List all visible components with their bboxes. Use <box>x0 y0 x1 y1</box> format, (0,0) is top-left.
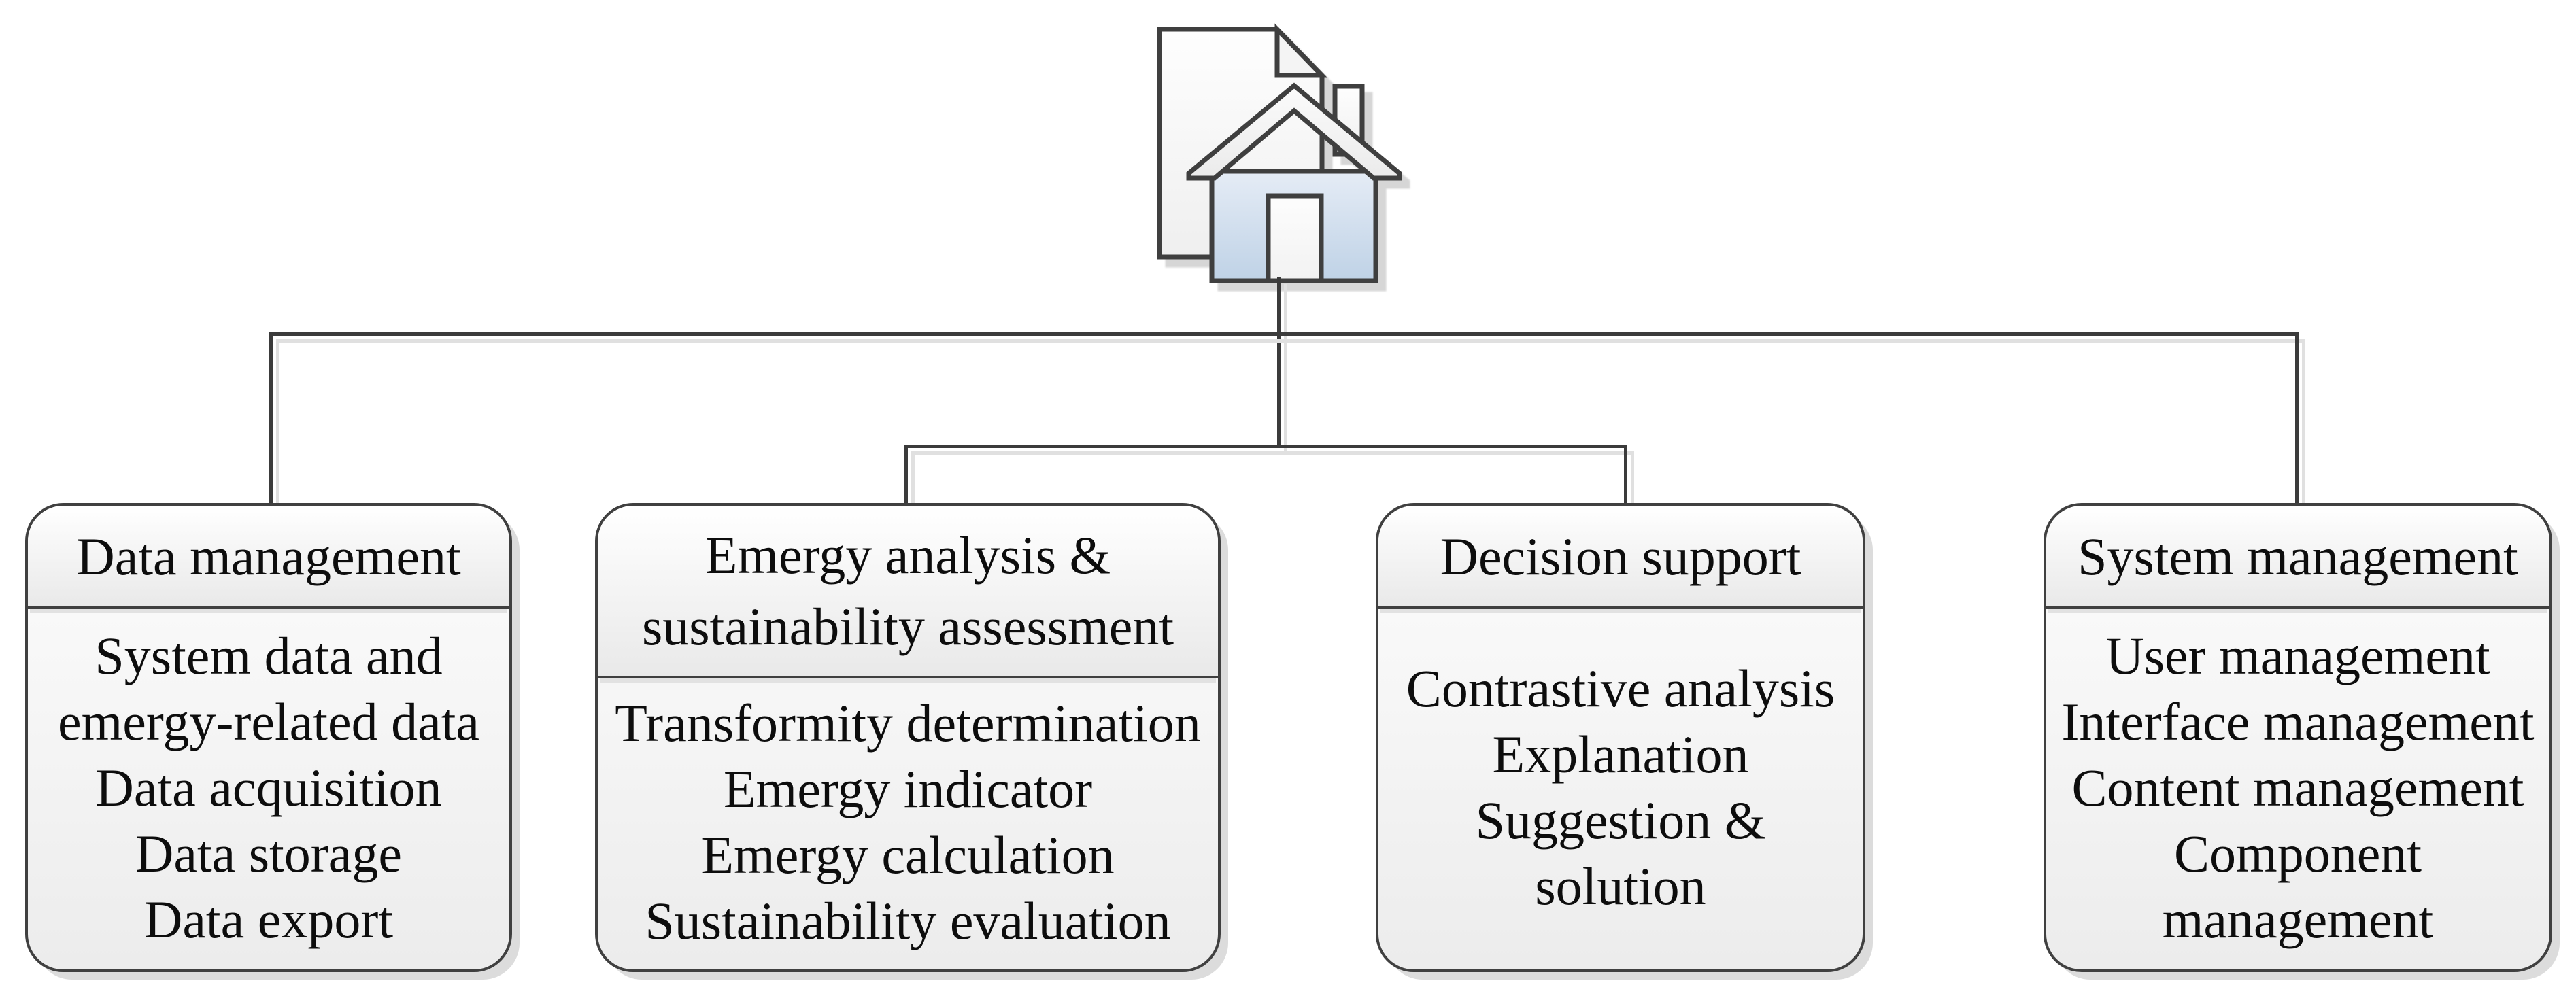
node-title: Data management <box>28 506 509 609</box>
connector-drop-box4 <box>2295 332 2299 506</box>
node-system-management: System management User management Interf… <box>2044 503 2552 972</box>
node-emergy-analysis: Emergy analysis & sustainability assessm… <box>595 503 1221 972</box>
node-title: Decision support <box>1378 506 1863 609</box>
node-title: Emergy analysis & sustainability assessm… <box>598 506 1218 678</box>
node-body: System data and emergy-related data Data… <box>28 609 509 969</box>
node-body-line: User management <box>2105 625 2490 685</box>
house-door <box>1266 193 1324 283</box>
connector-drop-box2 <box>904 445 908 506</box>
node-body-line: Sustainability evaluation <box>645 891 1171 950</box>
node-body-line: management <box>2162 889 2434 949</box>
node-body-line: Transformity determination <box>615 693 1201 753</box>
node-body-line: Explanation <box>1492 725 1749 784</box>
node-body: User management Interface management Con… <box>2046 609 2549 969</box>
node-body-line: emergy-related data <box>57 691 480 751</box>
node-body-line: Content management <box>2071 757 2524 817</box>
node-body-line: Contrastive analysis <box>1406 659 1835 718</box>
connector-drop-box1 <box>269 332 273 506</box>
node-body: Contrastive analysis Explanation Suggest… <box>1378 609 1863 969</box>
node-body-line: Data storage <box>135 823 402 883</box>
node-body-line: Data acquisition <box>95 757 442 817</box>
node-body: Transformity determination Emergy indica… <box>598 678 1218 969</box>
house-roof <box>1186 82 1402 181</box>
connector-horizontal-inner <box>904 445 1627 448</box>
node-body-line: Interface management <box>2061 691 2535 751</box>
connector-horizontal-outer <box>269 332 2299 336</box>
connector-root-vertical <box>1277 277 1281 447</box>
node-body-line: solution <box>1535 857 1706 916</box>
node-decision-support: Decision support Contrastive analysis Ex… <box>1376 503 1865 972</box>
document-dogear <box>1274 23 1328 78</box>
node-body-line: System data and <box>95 625 443 685</box>
connector-drop-box3 <box>1624 445 1627 506</box>
home-document-icon <box>1157 23 1402 283</box>
node-body-line: Component <box>2174 823 2422 883</box>
node-body-line: Suggestion & <box>1475 791 1766 850</box>
node-body-line: Data export <box>143 889 393 949</box>
node-title: System management <box>2046 506 2549 609</box>
node-body-line: Emergy calculation <box>701 825 1115 884</box>
node-data-management: Data management System data and emergy-r… <box>25 503 512 972</box>
node-body-line: Emergy indicator <box>723 759 1093 818</box>
